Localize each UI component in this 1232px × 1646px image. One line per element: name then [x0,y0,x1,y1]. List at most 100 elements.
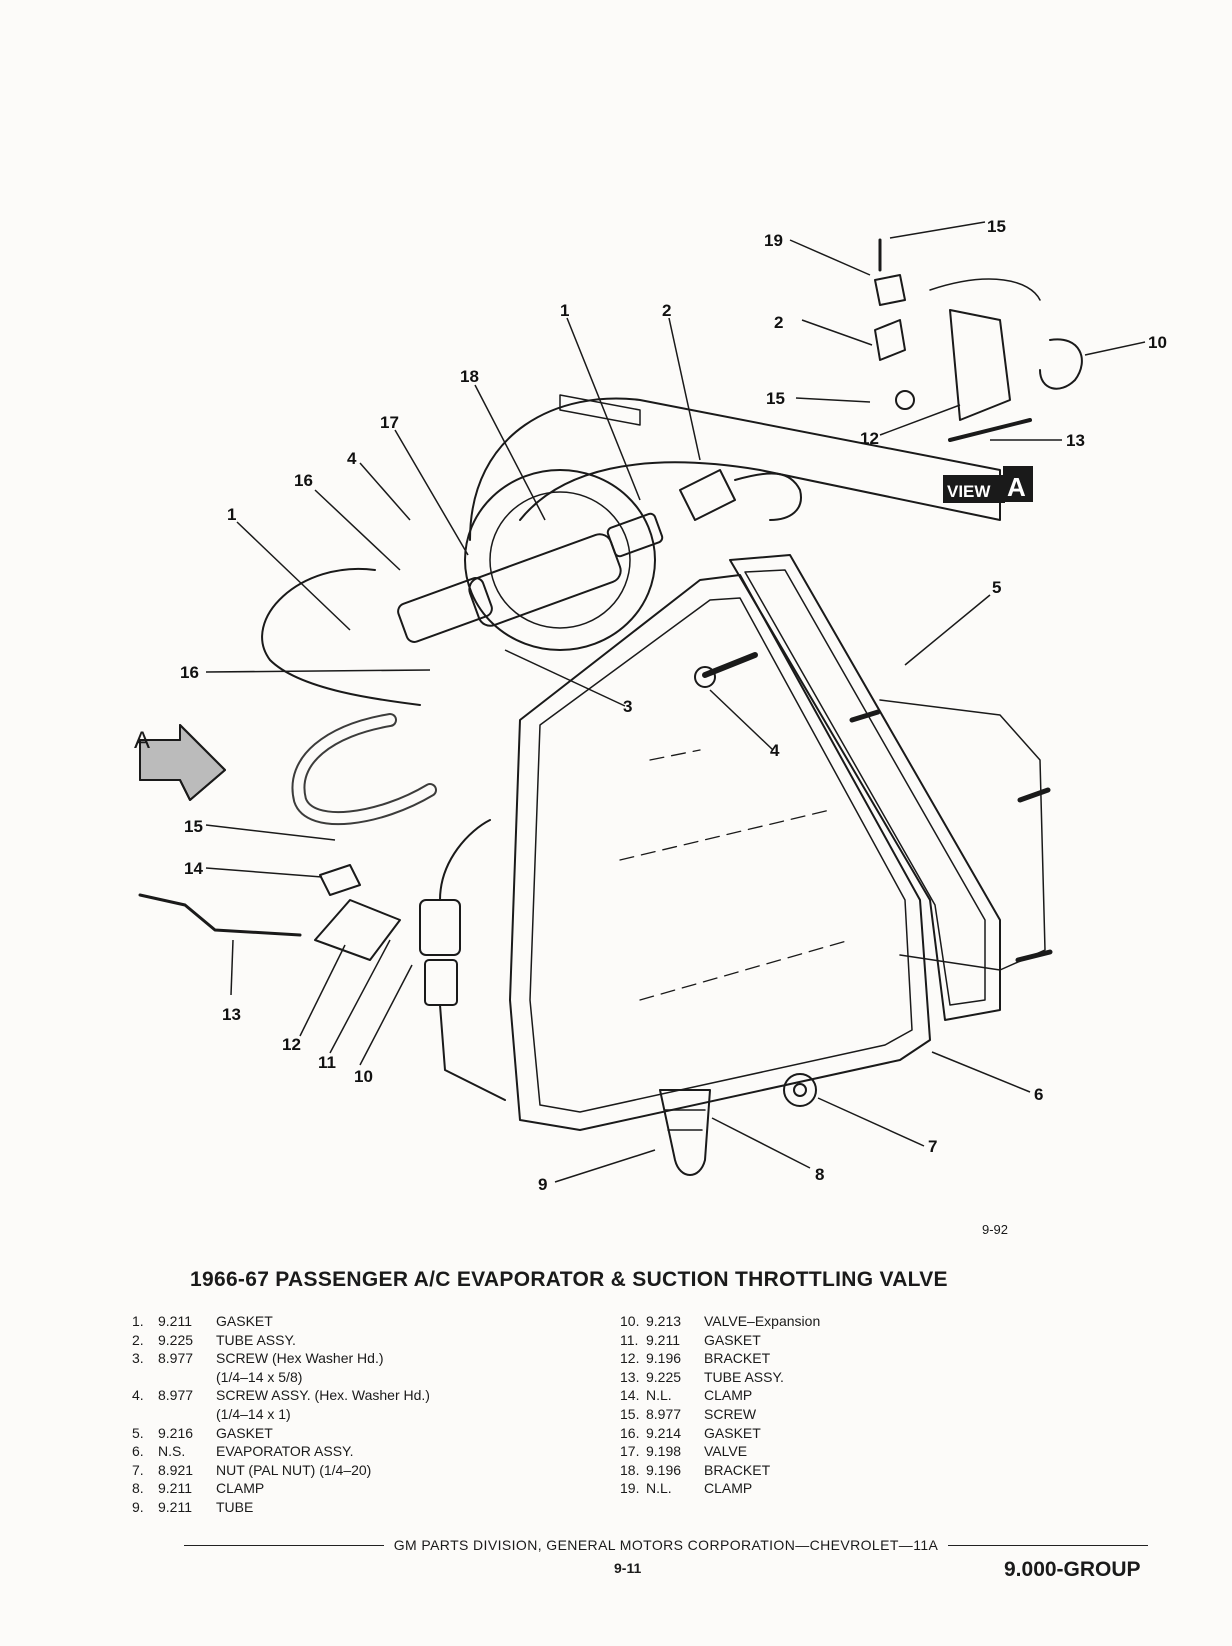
callout-17: 17 [380,413,399,432]
bracket [314,899,401,961]
part-description: (1/4–14 x 1) [216,1405,291,1422]
page-number: 9-11 [614,1560,642,1576]
part-number: 12. [620,1350,640,1367]
arrow-letter: A [134,727,150,754]
part-code: 9.196 [646,1461,682,1478]
part-description: BRACKET [704,1461,771,1478]
parts-list-row: 4. 8.977 SCREW ASSY. (Hex. Washer Hd.) [132,1386,430,1405]
part-code: 9.196 [646,1350,682,1367]
part-number: 1. [132,1313,144,1329]
part-number: 6. [132,1443,144,1460]
callout-12: 12 [282,1035,301,1054]
part-description: SCREW ASSY. (Hex. Washer Hd.) [216,1387,430,1404]
part-description: EVAPORATOR ASSY. [216,1443,354,1460]
callout-8: 8 [815,1165,824,1184]
footer-rule [184,1544,384,1546]
callout-13: 13 [222,1005,241,1024]
callout-16: 16 [294,471,313,490]
part-description: CLAMP [216,1480,265,1497]
callout-3: 3 [623,697,632,716]
drain-tube [659,1089,711,1176]
svg-text:A: A [1007,472,1026,502]
parts-list-row: 14.N.L.CLAMP [620,1386,820,1405]
callout-19: 19 [764,231,783,250]
callout-5: 5 [992,578,1001,597]
exploded-parts-diagram: 1 2 18 17 4 16 1 16 3 5 4 15 14 13 12 11… [134,217,1167,1194]
svg-text:VIEW: VIEW [947,482,991,501]
part-description: GASKET [216,1313,273,1329]
part-code: N.L. [646,1387,672,1404]
part-number [132,1405,158,1424]
part-description: BRACKET [704,1350,771,1367]
part-number: 10. [620,1313,640,1329]
part-code: 9.214 [646,1424,682,1441]
expansion-valve [419,819,506,1101]
part-code: 8.977 [158,1387,194,1404]
callout-12: 12 [860,429,879,448]
part-code: 9.216 [158,1424,194,1441]
part-description: VALVE [704,1443,748,1460]
part-number: 2. [132,1331,144,1348]
view-a-label: VIEW A [943,466,1033,503]
part-code: 8.977 [646,1405,682,1422]
clamp [319,864,361,896]
footer-text: GM PARTS DIVISION, GENERAL MOTORS CORPOR… [393,1537,939,1553]
equalizer-line [261,567,421,706]
part-description: SCREW (Hex Washer Hd.) [216,1350,384,1367]
part-code: 9.225 [158,1331,194,1348]
part-description: NUT (PAL NUT) (1/4–20) [216,1461,372,1478]
callout-9: 9 [538,1175,547,1194]
page-title: 1966-67 PASSENGER A/C EVAPORATOR & SUCTI… [190,1268,948,1291]
part-description: TUBE ASSY. [704,1368,784,1385]
footer-rule [948,1544,1149,1546]
parts-list-row: (1/4–14 x 5/8) [132,1368,430,1387]
callout-13: 13 [1066,431,1085,450]
part-description: CLAMP [704,1387,753,1404]
part-number: 16. [620,1424,640,1441]
part-description: GASKET [216,1424,273,1441]
suction-throttling-valve [397,469,664,651]
housing-lip [559,394,641,426]
parts-list-row: 18. 9.196 BRACKET [620,1461,820,1480]
part-number: 7. [132,1461,144,1478]
part-code: 9.211 [158,1498,192,1515]
screw-assy [694,652,758,688]
part-description: GASKET [704,1424,761,1441]
callout-1: 1 [227,505,236,524]
part-description: CLAMP [704,1480,753,1497]
callout-2: 2 [774,313,783,332]
callout-15: 15 [766,389,785,408]
part-description: GASKET [704,1331,761,1348]
callout-7: 7 [928,1137,937,1156]
callout-4: 4 [347,449,357,468]
suction-hose-inner [293,715,435,824]
part-description: TUBE [216,1498,254,1515]
callout-1: 1 [560,301,569,320]
view-a-inset [874,238,1083,442]
callout-10: 10 [1148,333,1167,352]
part-code: 9.213 [646,1313,682,1329]
evaporator-case [509,574,931,1131]
core-frame [879,699,1046,971]
part-number: 4. [132,1387,144,1404]
callout-6: 6 [1034,1085,1043,1104]
part-description: SCREW [704,1405,757,1422]
parts-list-row: 6.N.S.EVAPORATOR ASSY. [132,1442,430,1461]
callout-15: 15 [184,817,203,836]
footer: GM PARTS DIVISION, GENERAL MOTORS CORPOR… [184,1537,1149,1553]
part-number: 17. [620,1443,640,1460]
parts-list-row: 16. 9.214 GASKET [620,1424,820,1443]
part-number: 18. [620,1461,640,1478]
